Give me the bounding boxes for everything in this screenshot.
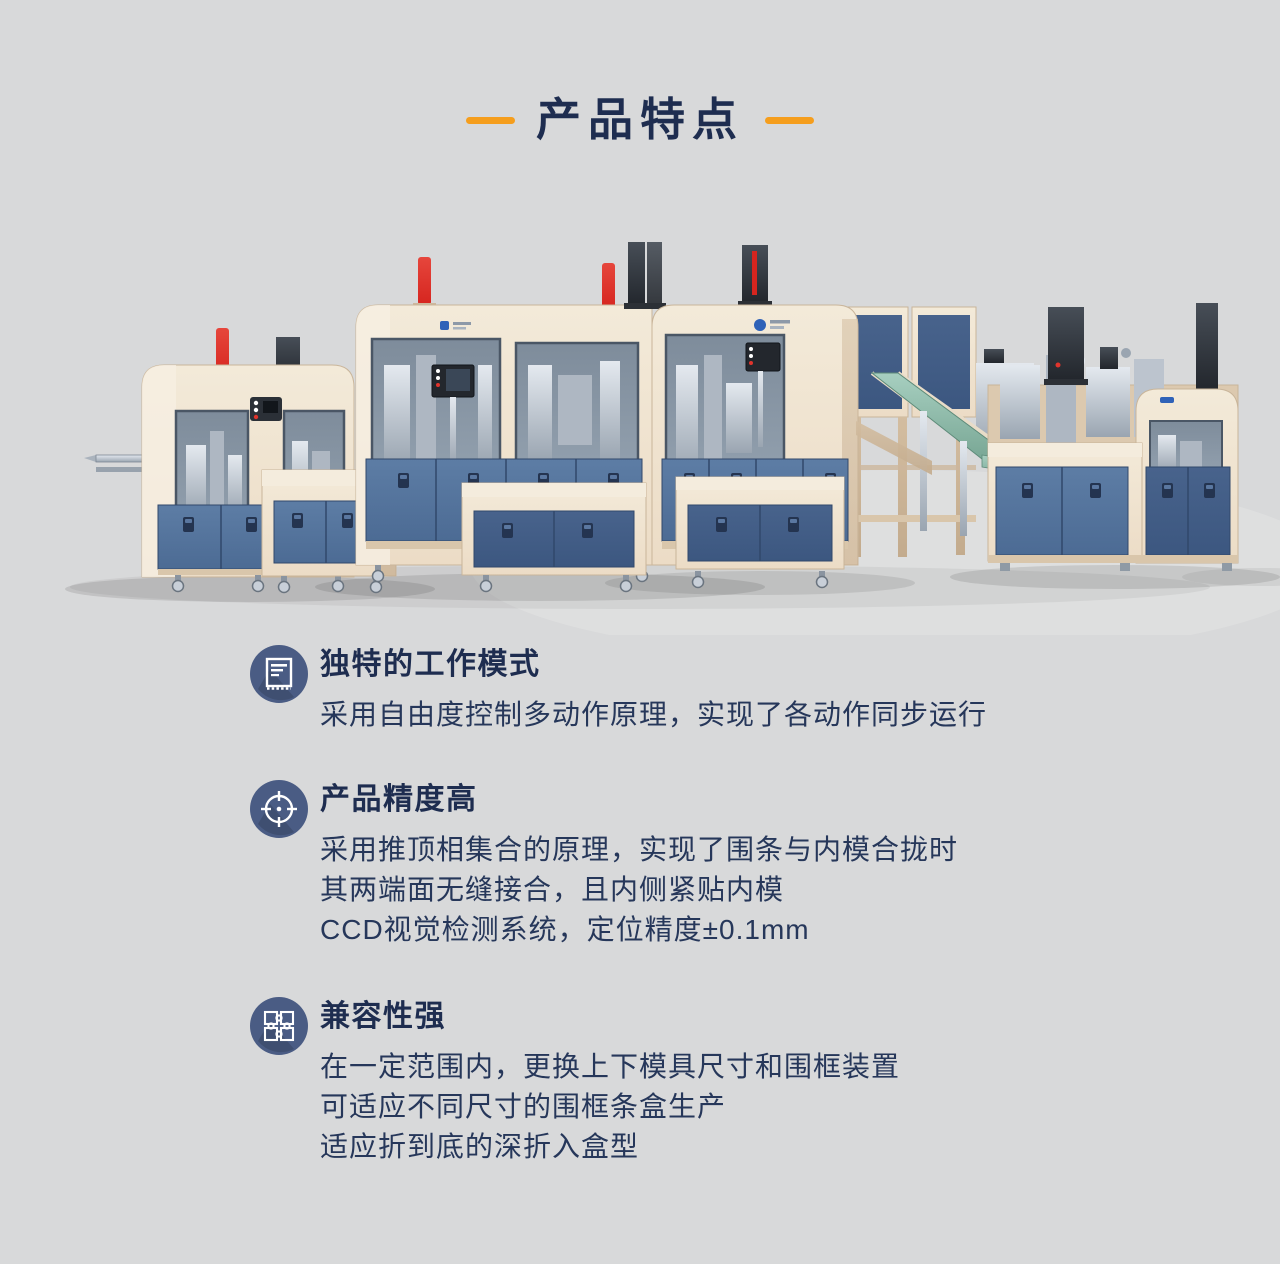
machine-f [987, 303, 1239, 571]
feature-title: 兼容性强 [320, 1000, 446, 1033]
machine-c [355, 257, 653, 593]
feature-description-line: 采用自由度控制多动作原理，实现了各动作同步运行 [320, 699, 988, 730]
bridge-conveyor [819, 306, 1045, 557]
feature-title: 独特的工作模式 [320, 648, 541, 681]
title-dash-left [465, 116, 515, 124]
feature-title: 产品精度高 [320, 783, 478, 816]
machinery-illustration [0, 215, 1280, 635]
feature-description-line: 适应折到底的深折入盒型 [320, 1131, 640, 1162]
feature-description-line: 采用推顶相集合的原理，实现了围条与内模合拢时 [320, 834, 959, 865]
page-title: 产品特点 [535, 94, 744, 145]
feature-item-precision: 产品精度高 采用推顶相集合的原理，实现了围条与内模合拢时 其两端面无缝接合，且内… [250, 780, 1210, 950]
machine-d [624, 242, 932, 589]
title-dash-right [765, 116, 814, 124]
puzzle-icon [250, 997, 308, 1055]
document-icon [250, 645, 308, 703]
section-header: 产品特点 [0, 97, 1280, 143]
production-line-render [65, 242, 1280, 635]
feature-item-work-mode: 独特的工作模式 采用自由度控制多动作原理，实现了各动作同步运行 [250, 645, 1210, 735]
target-icon [250, 780, 308, 838]
feature-description-line: 在一定范围内，更换上下模具尺寸和围框装置 [320, 1051, 901, 1082]
feature-item-compatibility: 兼容性强 在一定范围内，更换上下模具尺寸和围框装置 可适应不同尺寸的围框条盒生产… [250, 997, 1210, 1167]
feature-description-line: 其两端面无缝接合，且内侧紧贴内模 [320, 874, 785, 905]
feature-description-line: CCD视觉检测系统，定位精度±0.1mm [320, 914, 810, 945]
feature-description-line: 可适应不同尺寸的围框条盒生产 [320, 1091, 727, 1122]
